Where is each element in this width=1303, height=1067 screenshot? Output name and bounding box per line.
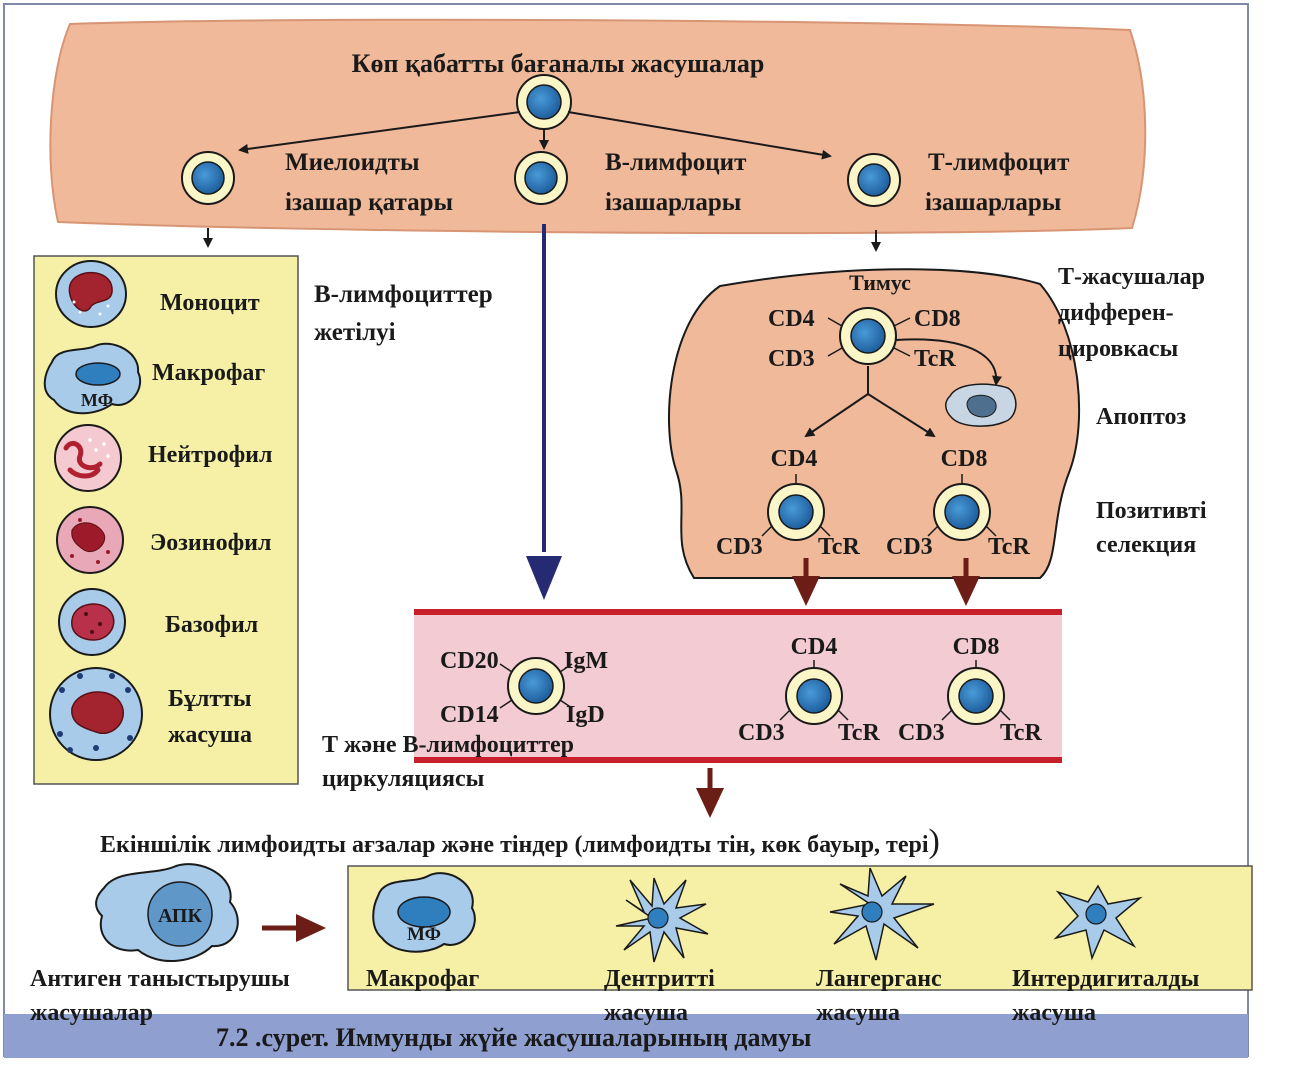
- thymus-cd4-tcr: TcR: [818, 534, 860, 560]
- eosinophil-cell: [56, 506, 124, 574]
- arrow-apc-to-panel: [262, 914, 326, 942]
- branch-right: [867, 393, 936, 438]
- apoptosis-label: Апоптоз: [1096, 404, 1186, 430]
- t-diff-label-3: цировкасы: [1058, 336, 1178, 362]
- myeloid-label-1: Миелоидты: [285, 149, 419, 176]
- circulation-label-1: Т және В-лимфоциттер: [322, 732, 574, 758]
- b-maturation-label-2: жетілуі: [314, 319, 396, 346]
- thymus-marker-tcr: TcR: [914, 346, 956, 372]
- langerhans-label-2: жасуша: [816, 1000, 900, 1026]
- circulating-b-cell: [499, 657, 573, 715]
- vessel-cd8-tcr: TcR: [1000, 720, 1042, 746]
- positive-selection-label-1: Позитивті: [1096, 498, 1207, 524]
- thymus-cd8-cell: [927, 474, 997, 541]
- stem-cell-title: Көп қабатты бағаналы жасушалар: [352, 49, 765, 78]
- circulating-cd8-t-cell: [941, 660, 1011, 725]
- circulating-cd4-t-cell: [779, 660, 849, 725]
- b-marker-igm: IgM: [564, 648, 608, 674]
- b-marker-igd: IgD: [566, 702, 605, 728]
- arrow-cd8-to-vessel: [952, 558, 980, 606]
- thymus-cd4-cell: [761, 474, 831, 541]
- macrophage-bottom-label: Макрофаг: [366, 966, 479, 992]
- langerhans-cell: [829, 867, 935, 961]
- monocyte-cell: [55, 260, 127, 328]
- thymus-cd8-cd3: CD3: [886, 534, 933, 560]
- b-maturation-arrowhead: [526, 556, 562, 600]
- vessel-cd8-cd3: CD3: [898, 720, 945, 746]
- arrow-to-myeloid: [238, 111, 521, 154]
- myeloid-progenitor-cell: [181, 151, 235, 205]
- thymus-marker-cd3: CD3: [768, 346, 815, 372]
- b-progenitor-label-1: В-лимфоцит: [605, 149, 746, 176]
- apc-label-1: Антиген таныстырушы: [30, 966, 290, 992]
- interdigitating-label-1: Интердигиталды: [1012, 966, 1200, 992]
- t-diff-label-1: Т-жасушалар: [1058, 264, 1205, 290]
- mf-badge-bottom: МФ: [407, 924, 441, 945]
- dendritic-label-1: Дентритті: [604, 966, 715, 992]
- basophil-cell: [58, 588, 126, 656]
- t-progenitor-label-1: Т-лимфоцит: [928, 149, 1069, 176]
- arrow-to-apoptosis: [895, 338, 1002, 386]
- circulation-label-2: циркуляциясы: [322, 766, 485, 792]
- thymus-cd8-tcr: TcR: [988, 534, 1030, 560]
- arrow-vessel-to-secondary: [696, 768, 724, 818]
- mast-cell-label-1: Бұлтты: [168, 686, 252, 712]
- thymus-marker-cd8: CD8: [914, 306, 961, 332]
- basophil-label: Базофил: [165, 612, 258, 638]
- arrow-cd4-to-vessel: [792, 558, 820, 606]
- b-marker-cd20: CD20: [440, 648, 499, 674]
- figure-caption: 7.2 .сурет. Иммунды жүйе жасушаларының д…: [216, 1023, 811, 1052]
- apc-badge: АПК: [158, 905, 203, 927]
- thymus-marker-cd4: CD4: [768, 306, 815, 332]
- neutrophil-cell: [54, 424, 122, 492]
- dendritic-label-2: жасуша: [604, 1000, 688, 1026]
- b-progenitor-cell: [514, 151, 568, 205]
- t-progenitor-cell: [847, 153, 901, 207]
- langerhans-label-1: Лангерганс: [816, 966, 942, 992]
- apoptotic-cell: [945, 383, 1017, 427]
- thymus-cd4-cd3: CD3: [716, 534, 763, 560]
- stem-cell: [516, 74, 572, 130]
- myeloid-label-2: ізашар қатары: [285, 189, 453, 216]
- neutrophil-label: Нейтрофил: [148, 442, 272, 468]
- macrophage-bottom-cell: [372, 872, 476, 953]
- vessel-cd4-top: CD4: [791, 634, 838, 660]
- thymus-cd4-top: CD4: [771, 446, 818, 472]
- interdigitating-cell: [1053, 884, 1143, 961]
- vessel-cd4-cd3: CD3: [738, 720, 785, 746]
- positive-selection-label-2: селекция: [1096, 532, 1196, 558]
- vessel-cd4-tcr: TcR: [838, 720, 880, 746]
- t-progenitor-label-2: ізашарлары: [925, 189, 1061, 216]
- mast-cell-label-2: жасуша: [168, 722, 252, 748]
- dendritic-cell: [615, 877, 709, 963]
- t-diff-label-2: дифферен-: [1058, 300, 1174, 326]
- apc-label-2: жасушалар: [30, 1000, 153, 1026]
- thymus-cd8-top: CD8: [941, 446, 988, 472]
- thymus-double-positive-cell: [827, 307, 911, 365]
- caption-bar: [4, 1014, 1248, 1058]
- eosinophil-label: Эозинофил: [150, 530, 271, 556]
- mf-badge-left: МФ: [81, 390, 113, 410]
- macrophage-label: Макрофаг: [152, 360, 265, 386]
- monocyte-label: Моноцит: [160, 290, 260, 316]
- interdigitating-label-2: жасуша: [1012, 1000, 1096, 1026]
- vessel-cd8-top: CD8: [953, 634, 1000, 660]
- apc-cell: [95, 863, 239, 962]
- macrophage-cell: [43, 342, 142, 415]
- thymus-title: Тимус: [849, 270, 911, 295]
- arrow-to-t: [567, 111, 832, 160]
- b-progenitor-label-2: ізашарлары: [605, 189, 741, 216]
- secondary-organs-title: Екіншілік лимфоидты ағзалар және тіндер …: [100, 823, 940, 860]
- branch-left: [804, 393, 869, 438]
- mast-cell: [49, 667, 143, 761]
- b-maturation-label-1: В-лимфоциттер: [314, 281, 493, 308]
- b-marker-cd14: CD14: [440, 702, 499, 728]
